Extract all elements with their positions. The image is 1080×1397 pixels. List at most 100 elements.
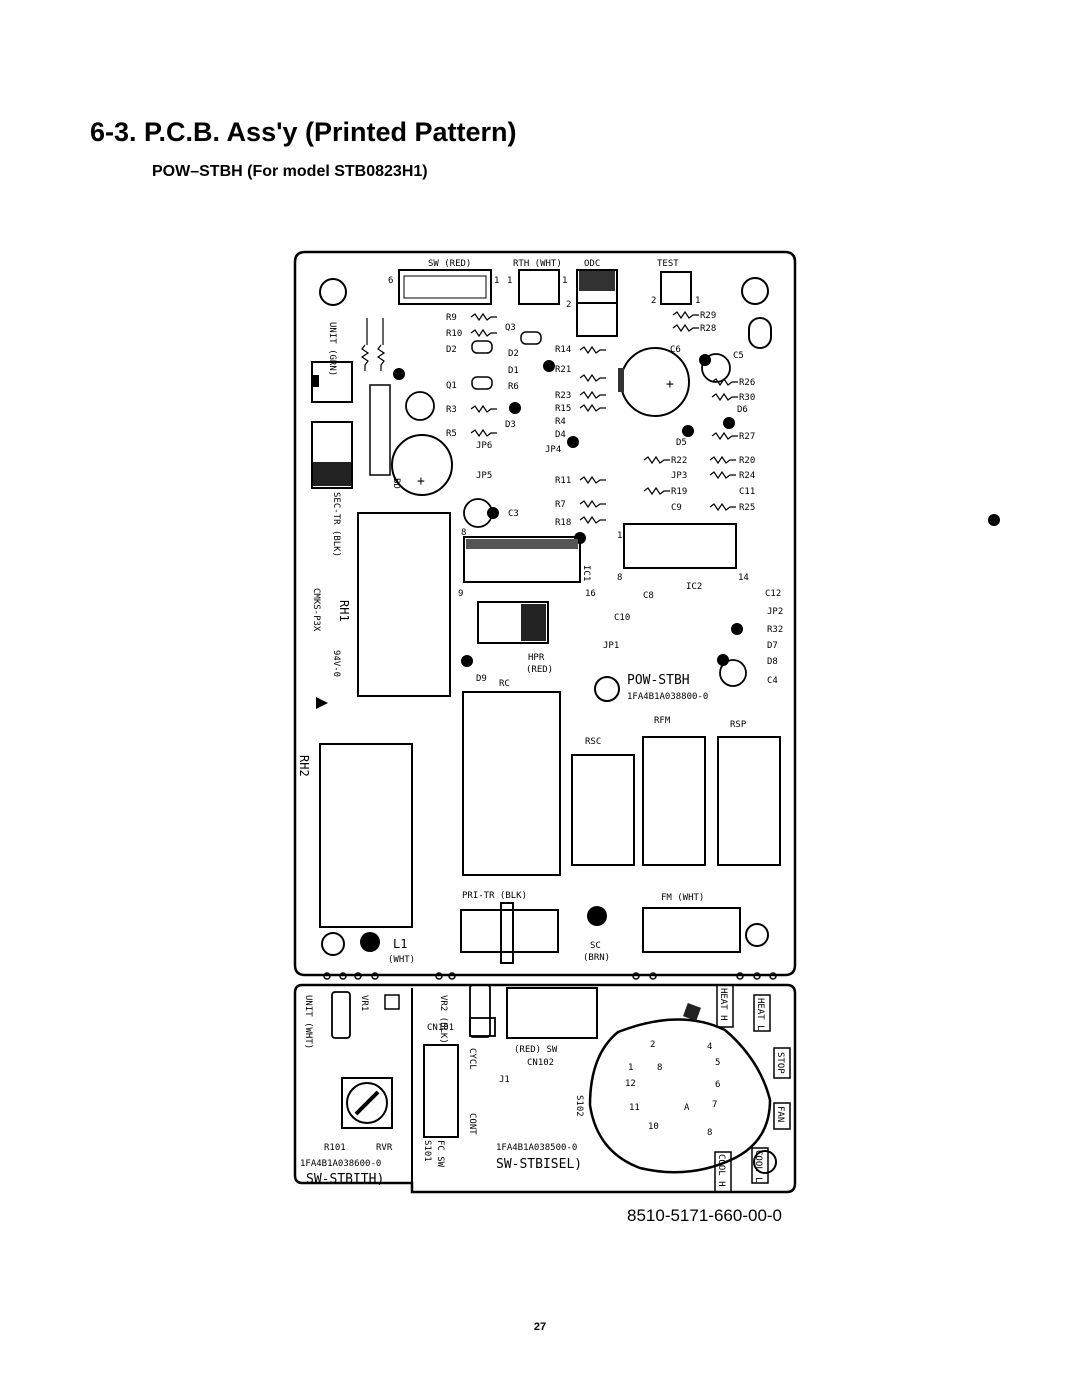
selector-labels bbox=[714, 984, 791, 1193]
svg-text:RC: RC bbox=[499, 679, 510, 689]
relay-rsc bbox=[571, 754, 635, 866]
svg-text:C8: C8 bbox=[643, 591, 654, 601]
svg-text:11: 11 bbox=[629, 1103, 640, 1113]
svg-text:STOP: STOP bbox=[775, 1052, 785, 1074]
svg-text:C9: C9 bbox=[671, 503, 682, 513]
svg-text:(RED): (RED) bbox=[526, 665, 553, 675]
rotary-selector bbox=[588, 1018, 772, 1174]
svg-text:Q3: Q3 bbox=[505, 323, 516, 333]
capacitor-c1 bbox=[391, 434, 453, 496]
relay-rh2 bbox=[319, 743, 413, 928]
label-odc: ODC bbox=[584, 259, 600, 269]
label-sec-tr: SEC-TR (BLK) bbox=[331, 492, 341, 557]
svg-text:HEAT L: HEAT L bbox=[755, 998, 765, 1031]
svg-text:R28: R28 bbox=[700, 324, 716, 334]
svg-text:1: 1 bbox=[628, 1063, 633, 1073]
sec-tr-connector bbox=[311, 421, 353, 489]
capacitor-c5 bbox=[701, 353, 731, 383]
relay-rfm bbox=[642, 736, 706, 866]
board-outline-sub bbox=[293, 983, 797, 1194]
svg-text:R15: R15 bbox=[555, 404, 571, 414]
relay-rh1 bbox=[357, 512, 451, 697]
label-test: TEST bbox=[657, 259, 679, 269]
svg-text:8: 8 bbox=[461, 528, 466, 538]
svg-text:R7: R7 bbox=[555, 500, 566, 510]
label-rth: RTH (WHT) bbox=[513, 259, 562, 269]
svg-text:D8: D8 bbox=[767, 657, 778, 667]
svg-text:D2: D2 bbox=[446, 345, 457, 355]
svg-text:1FA4B1A038500-0: 1FA4B1A038500-0 bbox=[496, 1143, 577, 1153]
page-number: 27 bbox=[533, 1321, 547, 1333]
svg-text:R22: R22 bbox=[671, 456, 687, 466]
svg-text:JP1: JP1 bbox=[603, 641, 619, 651]
svg-text:R20: R20 bbox=[739, 456, 755, 466]
svg-text:2: 2 bbox=[566, 300, 571, 310]
relay-rsp bbox=[717, 736, 781, 866]
svg-text:C3: C3 bbox=[508, 509, 519, 519]
svg-text:UNIT (WHT): UNIT (WHT) bbox=[303, 995, 313, 1049]
svg-text:S102: S102 bbox=[574, 1095, 584, 1117]
svg-text:R3: R3 bbox=[446, 405, 457, 415]
svg-text:6: 6 bbox=[388, 276, 393, 286]
bridge-diode bbox=[369, 384, 391, 476]
svg-text:2: 2 bbox=[651, 296, 656, 306]
mount-hole bbox=[741, 277, 769, 305]
svg-text:10: 10 bbox=[648, 1122, 659, 1132]
svg-text:1: 1 bbox=[562, 276, 567, 286]
svg-text:R101: R101 bbox=[324, 1143, 346, 1153]
svg-text:Q1: Q1 bbox=[446, 381, 457, 391]
hpr-connector bbox=[477, 601, 549, 644]
svg-text:FC SW: FC SW bbox=[435, 1140, 445, 1168]
svg-text:CONT: CONT bbox=[467, 1113, 477, 1135]
svg-text:2: 2 bbox=[650, 1040, 655, 1050]
board-name: POW-STBH bbox=[627, 673, 690, 688]
document-number: 8510-5171-660-00-0 bbox=[627, 1206, 783, 1225]
capacitor-c6 bbox=[620, 347, 690, 417]
mount-slot bbox=[748, 317, 772, 349]
svg-text:8: 8 bbox=[657, 1063, 662, 1073]
transistors bbox=[471, 331, 542, 390]
mount-hole bbox=[321, 932, 345, 956]
vr2 bbox=[469, 984, 491, 1038]
svg-text:R4: R4 bbox=[555, 417, 566, 427]
svg-text:A: A bbox=[684, 1103, 690, 1113]
rth-connector bbox=[518, 269, 560, 305]
svg-text:1: 1 bbox=[507, 276, 512, 286]
svg-text:C11: C11 bbox=[739, 487, 755, 497]
svg-text:1FA4B1A038800-0: 1FA4B1A038800-0 bbox=[627, 692, 708, 702]
svg-text:R21: R21 bbox=[555, 365, 571, 375]
svg-text:5: 5 bbox=[715, 1058, 720, 1068]
svg-text:IC1: IC1 bbox=[581, 565, 591, 581]
svg-text:4: 4 bbox=[707, 1042, 712, 1052]
svg-text:D4: D4 bbox=[555, 430, 566, 440]
mount-hole bbox=[745, 923, 769, 947]
svg-text:SW-STBISEL): SW-STBISEL) bbox=[496, 1157, 582, 1172]
svg-text:1: 1 bbox=[695, 296, 700, 306]
svg-text:(BRN): (BRN) bbox=[583, 953, 610, 963]
svg-text:1: 1 bbox=[617, 531, 622, 541]
svg-text:COOL H: COOL H bbox=[716, 1154, 726, 1187]
svg-text:HPR: HPR bbox=[528, 653, 545, 663]
svg-text:JP3: JP3 bbox=[671, 471, 687, 481]
page-subtitle: POW–STBH (For model STB0823H1) bbox=[152, 163, 428, 180]
fm-connector bbox=[642, 907, 741, 953]
fc-switch bbox=[423, 1044, 459, 1138]
svg-text:R32: R32 bbox=[767, 625, 783, 635]
test-connector bbox=[660, 271, 692, 305]
label-unit-grn: UNIT (GRN) bbox=[327, 322, 337, 376]
svg-text:C6: C6 bbox=[670, 345, 681, 355]
svg-text:RH1: RH1 bbox=[337, 600, 351, 622]
svg-text:1FA4B1A038600-0: 1FA4B1A038600-0 bbox=[300, 1159, 381, 1169]
svg-text:R5: R5 bbox=[446, 429, 457, 439]
via-holes bbox=[323, 972, 777, 980]
svg-text:RSP: RSP bbox=[730, 720, 747, 730]
svg-text:BD: BD bbox=[391, 478, 401, 489]
svg-text:RFM: RFM bbox=[654, 716, 671, 726]
svg-text:RH2: RH2 bbox=[297, 755, 311, 777]
svg-text:R27: R27 bbox=[739, 432, 755, 442]
rvr-knob bbox=[346, 1082, 388, 1124]
svg-text:C10: C10 bbox=[614, 613, 630, 623]
svg-text:(RED) SW: (RED) SW bbox=[514, 1045, 558, 1055]
